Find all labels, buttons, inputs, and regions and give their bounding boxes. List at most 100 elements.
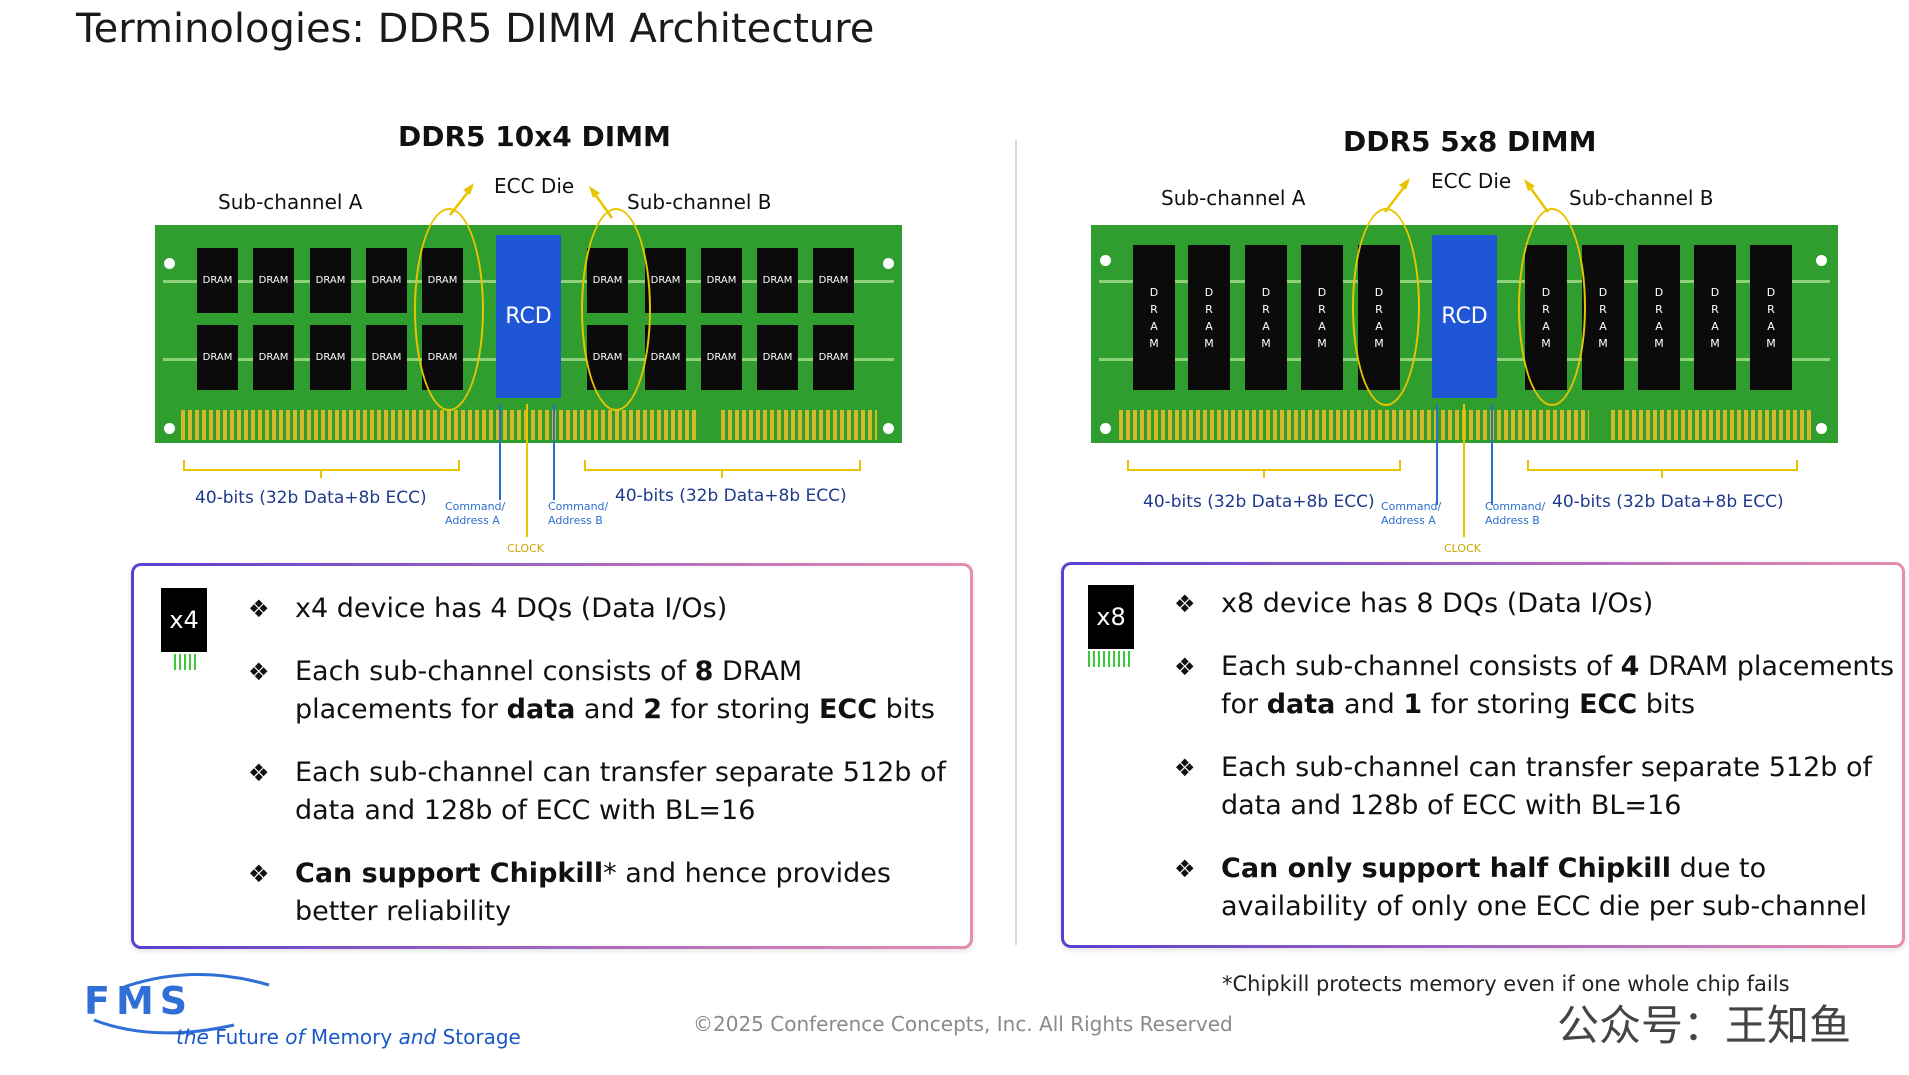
left-ecc-oval-b [581, 208, 651, 411]
bullet-text: Each sub-channel can transfer separate 5… [1221, 752, 1872, 821]
bullet-text: Can only support half Chipkill [1221, 853, 1671, 884]
dram-chip: DRAM [645, 248, 686, 313]
dram-chip-letter: A [1655, 319, 1663, 333]
dram-chip: DRAM [645, 325, 686, 390]
bullet-text: and [575, 694, 644, 725]
bullet-marker-icon: ❖ [1174, 590, 1196, 618]
bullet-text: Each sub-channel consists of [295, 656, 695, 687]
right-bits-b: 40-bits (32b Data+8b ECC) [1552, 492, 1784, 512]
bullet-text: 4 [1620, 651, 1640, 682]
center-divider [1015, 140, 1017, 945]
dram-chip-letter: M [1204, 336, 1214, 350]
right-bullet-list: ❖x8 device has 8 DQs (Data I/Os)❖Each su… [1174, 585, 1899, 951]
bullet-text: bits [877, 694, 935, 725]
bullet-text: DRAM placements for [295, 656, 803, 725]
bullet-marker-icon: ❖ [248, 658, 270, 686]
bullet-item: ❖ Each sub-channel consists of 8 DRAM pla… [248, 653, 968, 729]
dram-chip-letter: A [1599, 319, 1607, 333]
copyright-notice: ©2025 Conference Concepts, Inc. All Righ… [693, 1012, 1233, 1036]
fms-logo[interactable]: FMS the Future of Memory and Storage [84, 965, 521, 1065]
bullet-text: * and hence provides better reliability [295, 858, 891, 927]
dram-chip-letter: M [1766, 336, 1776, 350]
dram-chip-letter: D [1598, 285, 1608, 299]
right-command-address-b: Command/Address B [1485, 500, 1546, 527]
gold-pins-b [721, 410, 877, 440]
left-command-address-b: Command/Address B [548, 500, 609, 527]
bullet-text: 2 [643, 694, 663, 725]
dram-chip: DRAM [197, 325, 238, 390]
left-command-address-a: Command/Address A [445, 500, 506, 527]
dram-chip-letter: R [1767, 302, 1775, 316]
mounting-hole [164, 423, 175, 434]
bullet-item: ❖x8 device has 8 DQs (Data I/Os) [1174, 585, 1899, 623]
dram-chip-letter: D [1317, 285, 1327, 299]
dram-chip-letter: A [1711, 319, 1719, 333]
bullet-text: ECC [818, 694, 878, 725]
bullet-text: data [506, 694, 576, 725]
x8-badge: x8 [1088, 585, 1134, 649]
dram-chip: DRAM [253, 248, 294, 313]
dram-chip: DRAM [253, 325, 294, 390]
dram-chip: DRAM [813, 325, 854, 390]
bullet-text: and [1335, 689, 1404, 720]
dram-chip-letter: M [1710, 336, 1720, 350]
dram-chip: DRAM [813, 248, 854, 313]
bullet-item: ❖Can support Chipkill* and hence provide… [248, 855, 968, 931]
dram-chip-letter: D [1710, 285, 1720, 299]
bullet-marker-icon: ❖ [248, 759, 270, 787]
left-bits-b: 40-bits (32b Data+8b ECC) [615, 486, 847, 506]
right-rcd-chip: RCD [1432, 235, 1497, 398]
bullet-item: ❖Each sub-channel can transfer separate … [1174, 749, 1899, 825]
left-info-box: x4 ❖x4 device has 4 DQs (Data I/Os)❖Each… [131, 563, 973, 949]
x8-badge-pins [1088, 651, 1132, 667]
bullet-text: 1 [1403, 689, 1423, 720]
mounting-hole [1100, 255, 1111, 266]
dram-chip-letter: D [1766, 285, 1776, 299]
dram-chip-letter: M [1598, 336, 1608, 350]
right-ecc-die-label: ECC Die [1431, 169, 1512, 193]
left-dimm-title: DDR5 10x4 DIMM [398, 120, 671, 153]
bullet-item: ❖Each sub-channel can transfer separate … [248, 754, 968, 830]
dram-chip: DRAM [757, 325, 798, 390]
bullet-text: 8 [694, 656, 714, 687]
dram-chip: DRAM [701, 325, 742, 390]
dram-chip-letter: D [1654, 285, 1664, 299]
gold-pins-a [1119, 410, 1589, 440]
dram-chip-letter: R [1262, 302, 1270, 316]
dram-chip-letter: M [1261, 336, 1271, 350]
bullet-marker-icon: ❖ [1174, 653, 1196, 681]
dram-chip-letter: A [1318, 319, 1326, 333]
dram-chip-letter: D [1149, 285, 1159, 299]
bullet-marker-icon: ❖ [248, 595, 270, 623]
bullet-text: for storing [662, 694, 819, 725]
left-bullet-list: ❖x4 device has 4 DQs (Data I/Os)❖Each su… [248, 590, 968, 956]
left-clock-label: CLOCK [507, 542, 544, 555]
logo-fms-text: FMS [84, 979, 194, 1023]
bullet-text: due to availability of only one ECC die … [1221, 853, 1868, 922]
right-clock-label: CLOCK [1444, 542, 1481, 555]
bullet-text: bits [1637, 689, 1696, 720]
gold-pins-a [181, 410, 697, 440]
dram-chip: DRAM [197, 248, 238, 313]
mounting-hole [1100, 423, 1111, 434]
dram-chip-letter: R [1711, 302, 1719, 316]
right-subchannel-a-label: Sub-channel A [1161, 186, 1306, 210]
dram-chip: DRAM [701, 248, 742, 313]
dram-chip-letter: R [1205, 302, 1213, 316]
chipkill-footnote: *Chipkill protects memory even if one wh… [1222, 972, 1790, 996]
right-dimm-title: DDR5 5x8 DIMM [1343, 125, 1597, 158]
logo-swoosh-icon [93, 972, 270, 1035]
x4-badge: x4 [161, 588, 207, 652]
dram-chip-letter: A [1205, 319, 1213, 333]
bullet-marker-icon: ❖ [248, 860, 270, 888]
mounting-hole [883, 258, 894, 269]
gold-pins-b [1611, 410, 1811, 440]
dram-chip-letter: M [1149, 336, 1159, 350]
left-bits-a: 40-bits (32b Data+8b ECC) [195, 488, 427, 508]
